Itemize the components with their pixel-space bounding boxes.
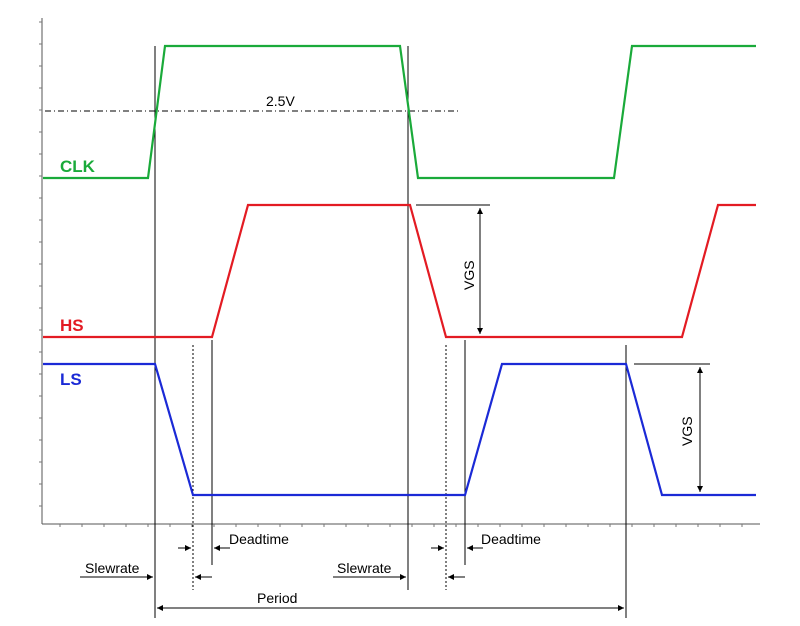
slewrate-1-label: Slewrate: [85, 560, 140, 576]
hs-label: HS: [60, 316, 84, 335]
ls-label: LS: [60, 370, 82, 389]
axes: [39, 18, 760, 527]
vgs-hs-measure: VGS: [416, 204, 490, 334]
ls-waveform: [43, 362, 756, 497]
deadtime-1-label: Deadtime: [229, 531, 289, 547]
reference-lines: [154, 46, 627, 618]
clk-label: CLK: [60, 157, 96, 176]
deadtime-2-label: Deadtime: [481, 531, 541, 547]
threshold-label: 2.5V: [266, 93, 295, 109]
hs-waveform: [43, 203, 756, 339]
clk-waveform: [43, 44, 756, 180]
vgs-ls-label: VGS: [679, 416, 695, 446]
period-label: Period: [257, 590, 297, 606]
vgs-hs-label: VGS: [461, 260, 477, 290]
slewrate-2-label: Slewrate: [337, 560, 392, 576]
axis-ticks: [39, 21, 743, 527]
vgs-ls-measure: VGS: [634, 363, 710, 492]
